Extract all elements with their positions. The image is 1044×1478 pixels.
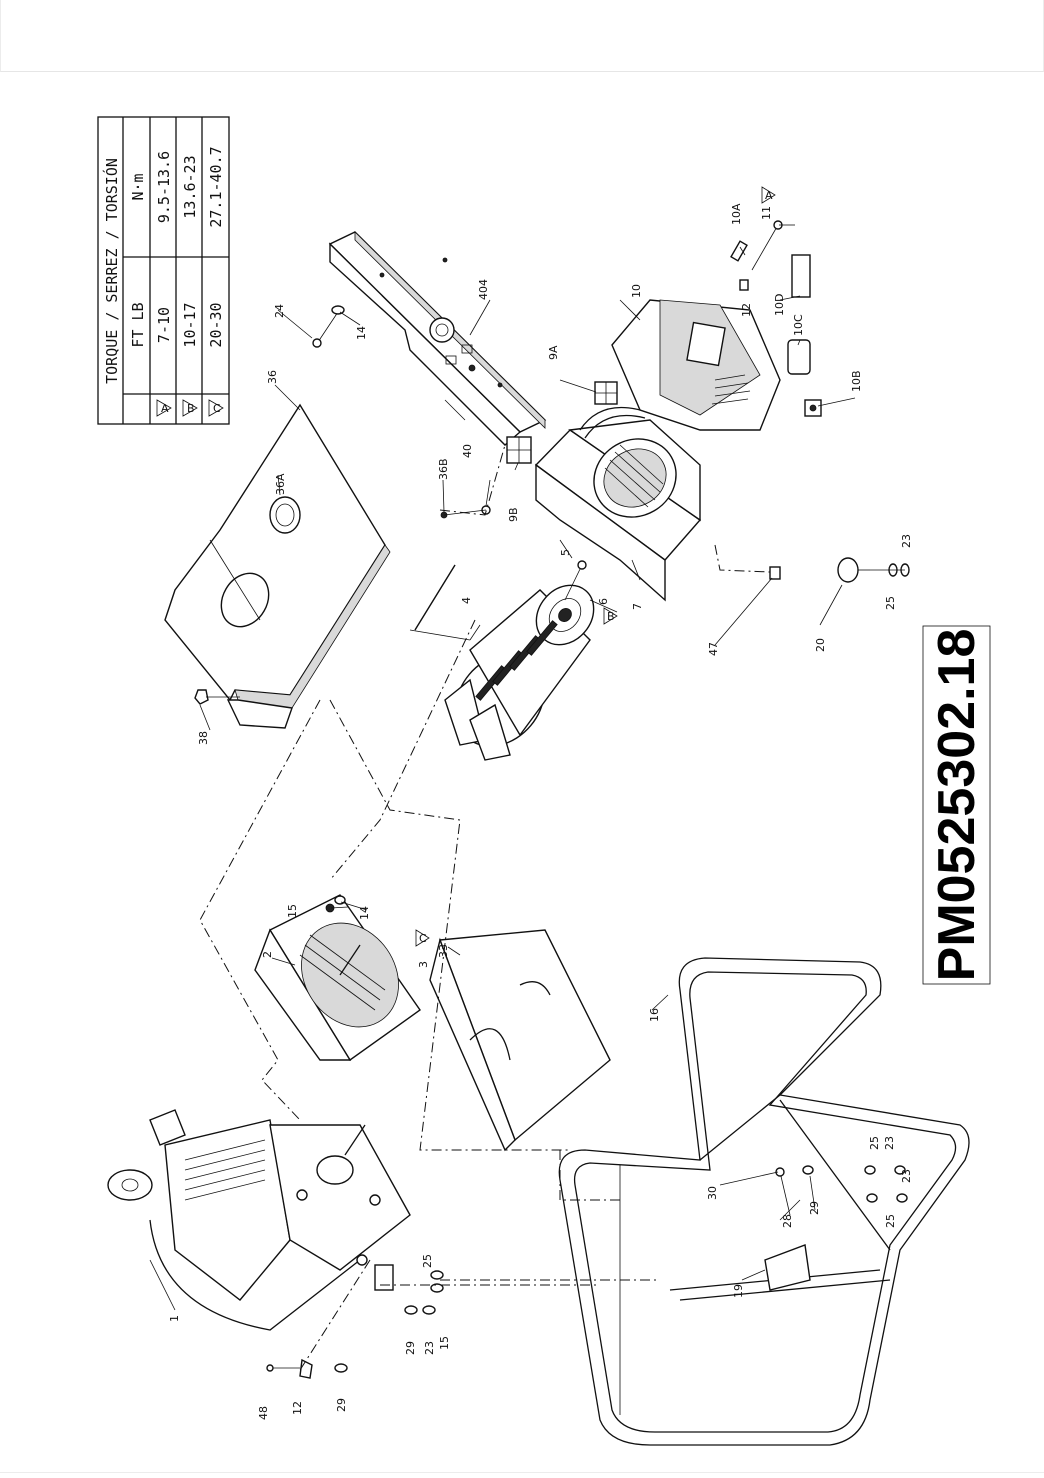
label-23-frame-b: 23 [900,1169,913,1183]
bolt-24 [313,306,344,347]
svg-text:B: B [187,402,195,415]
torque-mark-6: B [607,610,615,623]
connector-9b [507,437,531,463]
frame-16 [559,958,969,1445]
label-36b: 36B [437,458,450,480]
label-25-mount: 25 [884,596,897,610]
fuel-fitting-36b [415,506,490,630]
brush-10a [731,241,747,261]
torque-table-title: TORQUE / SERREZ / TORSIÓN [102,158,121,384]
torque-col-nm: N·m [129,173,147,200]
torque-row-a-ftlb: 7-10 [155,307,173,343]
fuel-tank-36 [165,405,390,728]
torque-row-b-ftlb: 10-17 [181,302,199,347]
label-23-frame-a: 23 [883,1136,896,1150]
engine-1 [108,1110,410,1330]
label-14-adapter: 14 [358,906,371,920]
label-6: 6 [597,598,610,605]
label-25-frame-a: 25 [868,1136,881,1150]
label-40: 40 [461,444,474,458]
label-10b: 10B [850,370,863,392]
screw-11: A [752,187,782,270]
label-10d [792,255,810,297]
clip-12 [740,280,748,290]
label-12-right: 12 [740,303,753,317]
label-14-top: 14 [355,326,368,340]
label-11: 11 [760,206,773,220]
label-9b: 9B [507,507,520,522]
label-24: 24 [273,304,286,318]
doc-number: PM0525302.18 [928,629,986,982]
label-7: 7 [631,603,644,610]
label-16: 16 [648,1008,661,1022]
label-12-left: 12 [291,1401,304,1415]
torque-mark-c: C [209,400,223,416]
label-25-frame-b: 25 [884,1214,897,1228]
label-1: 1 [168,1315,181,1322]
torque-col-ftlb: FT LB [129,302,147,347]
label-25-engine: 25 [421,1254,434,1268]
label-15-adapter: 15 [286,904,299,918]
label-30: 30 [706,1186,719,1200]
label-47: 47 [707,642,720,656]
bracket-19 [765,1245,810,1290]
label-23-mount: 23 [900,534,913,548]
label-10d: 10D [773,294,786,316]
torque-row-c-nm: 27.1-40.7 [207,146,225,227]
label-33: 33 [437,944,450,958]
torque-row-a-nm: 9.5-13.6 [155,151,173,223]
label-29-frame: 29 [808,1201,821,1215]
adapter-housing-2: C [255,895,429,1060]
torque-mark-11: A [765,189,773,202]
torque-mark-3: C [419,932,427,945]
label-38: 38 [197,731,210,745]
label-3: 3 [417,961,430,968]
capacitor-10c [788,340,810,374]
torque-table: TORQUE / SERREZ / TORSIÓN FT LB N·m A 7-… [98,117,229,424]
label-10: 10 [630,284,643,298]
mount-20 [770,558,909,582]
heat-shield-33 [430,930,610,1150]
label-5: 5 [559,549,572,556]
label-23-engine: 23 [423,1341,436,1355]
label-4: 4 [460,597,473,604]
torque-mark-b: B [183,400,197,416]
bolt-48 [267,1360,347,1378]
label-9a: 9A [547,345,560,360]
torque-row-b-nm: 13.6-23 [181,155,199,218]
label-48: 48 [257,1406,270,1420]
doc-number-box: PM0525302.18 [923,626,990,984]
rear-cover-10 [612,300,780,430]
label-29-left: 29 [335,1398,348,1412]
label-10a: 10A [730,203,743,225]
torque-mark-a: A [157,400,171,416]
label-29-engine: 29 [404,1341,417,1355]
svg-text:A: A [161,402,169,415]
stator-7 [536,408,700,601]
engine-mount-hardware [375,1265,443,1314]
label-19: 19 [732,1284,745,1298]
label-10c: 10C [792,314,805,336]
svg-text:C: C [213,402,221,415]
connector-9a [595,382,617,404]
label-28: 28 [781,1214,794,1228]
label-36a: 36A [274,473,287,495]
label-20: 20 [814,638,827,652]
terminal-10b [805,400,821,416]
frame-bolts [776,1166,907,1215]
label-404: 404 [477,279,490,300]
torque-row-c-ftlb: 20-30 [207,302,225,347]
label-36: 36 [266,370,279,384]
label-2: 2 [261,951,274,958]
label-15-engine: 15 [438,1336,451,1350]
